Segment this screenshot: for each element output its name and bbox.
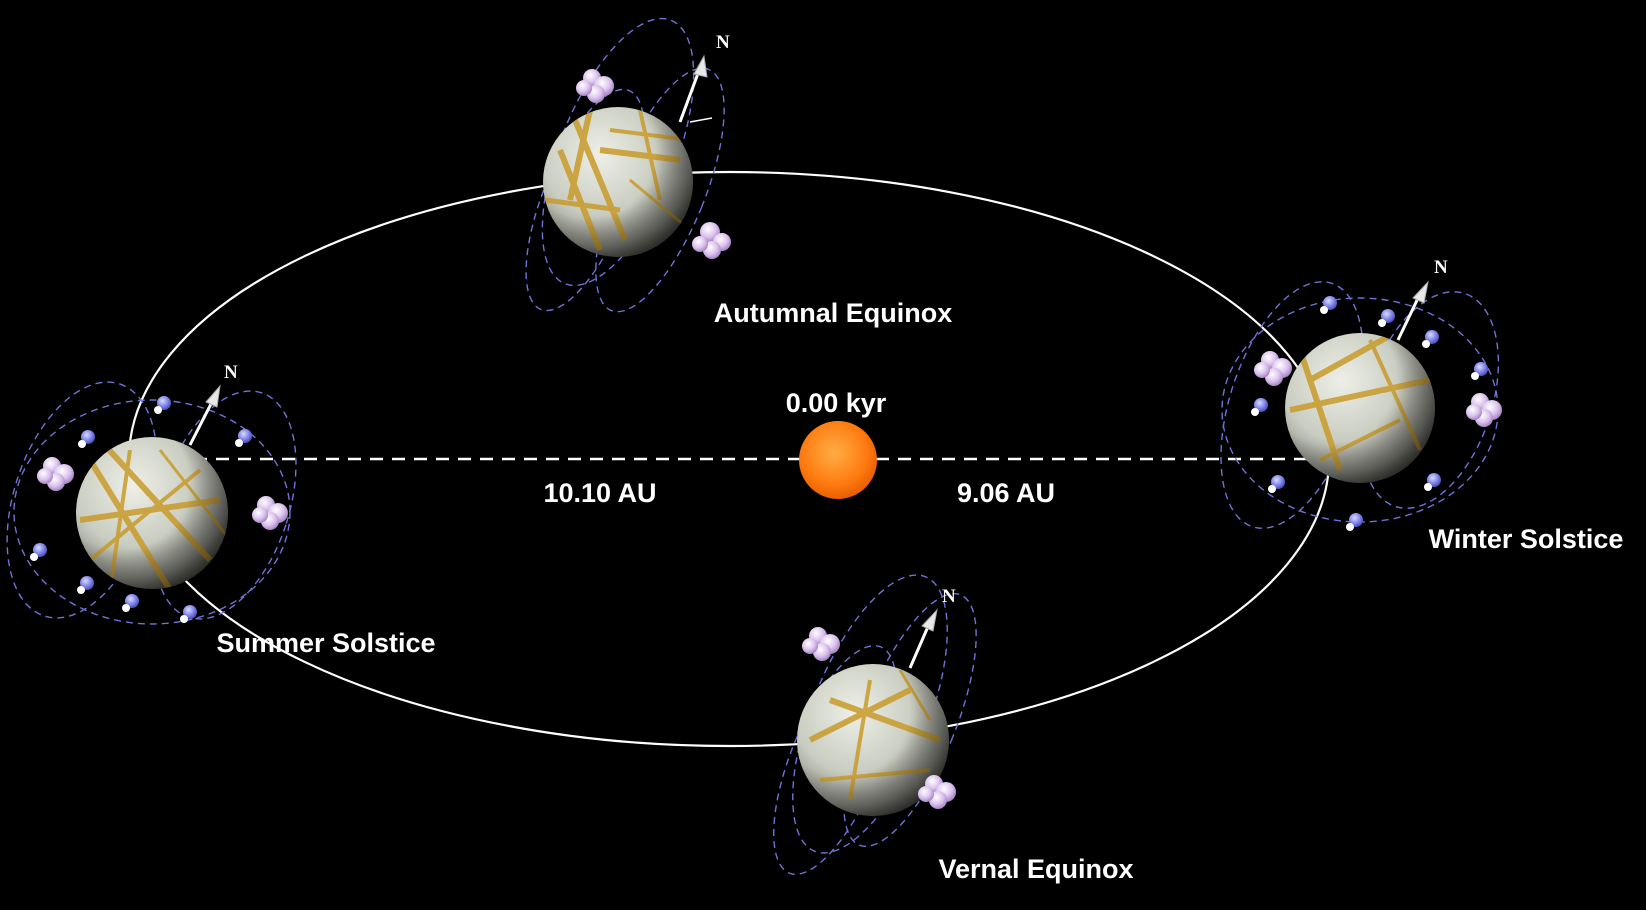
north-label: N [1434,257,1448,278]
satellite [122,594,139,612]
north-arrow-summer [188,384,221,446]
time-label: 0.00 kyr [786,388,887,418]
cloud-puff [252,496,288,530]
north-label: N [716,32,730,53]
satellite [1422,330,1439,348]
cloud-puff [37,457,74,491]
cloud-puff [692,222,731,259]
cloud-puff [1466,393,1502,427]
summer-solstice-label: Summer Solstice [216,628,435,658]
satellite [77,576,94,594]
satellite [235,429,252,447]
satellite [1424,473,1441,491]
distance-left-label: 10.10 AU [543,478,656,508]
satellite [1346,513,1363,531]
vernal-equinox-label: Vernal Equinox [938,854,1133,884]
satellite [78,430,95,448]
planet-winter-solstice: N [1220,257,1502,531]
cloud-puff [576,69,614,103]
cloud-puff [802,627,840,661]
cloud-puff [918,775,956,809]
north-arrow-vernal [908,608,938,669]
satellite [180,605,197,623]
satellite [1251,398,1268,416]
planet-vernal-equinox: N [773,574,977,876]
satellite [1320,296,1337,314]
distance-right-label: 9.06 AU [957,478,1055,508]
cloud-puff [1254,351,1292,386]
winter-solstice-label: Winter Solstice [1429,524,1624,554]
satellite [30,543,47,561]
north-label: N [224,362,238,383]
autumnal-equinox-label: Autumnal Equinox [714,298,953,328]
north-arrow-autumnal [678,54,713,123]
satellite [154,396,171,414]
satellite [1471,362,1488,380]
planet-summer-solstice: N [6,362,297,625]
planet-autumnal-equinox: N [525,17,731,313]
satellite [1378,309,1395,327]
north-arrow-winter [1396,280,1429,341]
north-label: N [942,586,956,607]
sun [799,421,877,499]
satellite [1268,475,1285,493]
